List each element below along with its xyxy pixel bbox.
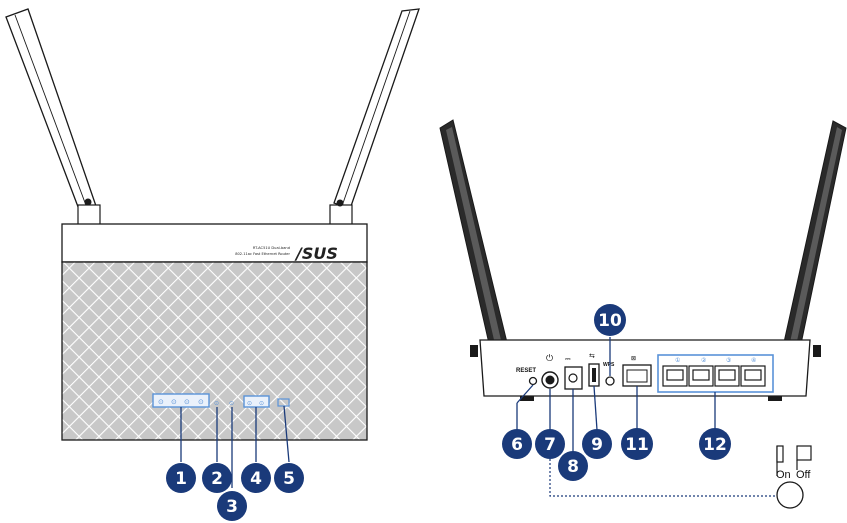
reset-button[interactable] (528, 376, 538, 386)
svg-text:⊙: ⊙ (158, 398, 164, 406)
callout-2: 2 (202, 463, 232, 493)
callout-7: 7 (535, 429, 565, 459)
svg-text:6: 6 (511, 435, 523, 455)
lan-ports[interactable] (662, 365, 766, 387)
power-symbol-icon: ⏻ (546, 353, 553, 363)
svg-text:9: 9 (591, 435, 603, 455)
callout-badges: 1 2 3 4 5 6 7 8 9 10 11 12 (166, 304, 731, 521)
callout-11: 11 (621, 428, 653, 460)
callout-5: 5 (274, 463, 304, 493)
svg-text:⊙: ⊙ (259, 400, 264, 407)
svg-text:7: 7 (544, 435, 556, 455)
switch-on-icon (776, 445, 784, 463)
rear-callout-lines (516, 337, 716, 455)
callout-8: 8 (558, 451, 588, 481)
reset-label: RESET (516, 368, 536, 374)
svg-text:4: 4 (250, 469, 262, 489)
callout-9: 9 (582, 429, 612, 459)
wps-label: WPS (603, 362, 615, 368)
power-switch-connector (549, 455, 775, 497)
led-group-1: ⊙ ⊙ ⊙ ⊙ (152, 393, 210, 408)
svg-text:5: 5 (283, 469, 295, 489)
callout-4: 4 (241, 463, 271, 493)
wan-icon: ⊠ (631, 356, 636, 362)
svg-text:⊙: ⊙ (171, 398, 177, 406)
front-right-antenna (329, 8, 420, 226)
svg-text:1: 1 (175, 469, 187, 489)
svg-text:11: 11 (625, 435, 649, 455)
rear-view: RESET ⏻ ⎓ ⇆ WPS ⊠ ① ② ③ ④ (439, 119, 847, 497)
svg-text:8: 8 (567, 457, 579, 477)
front-left-antenna (5, 8, 101, 226)
callout-3: 3 (217, 491, 247, 521)
led-5 (277, 398, 290, 407)
wps-button[interactable] (605, 376, 615, 386)
svg-text:①: ① (675, 357, 680, 364)
svg-text:⊙: ⊙ (198, 398, 204, 406)
svg-text:④: ④ (751, 357, 756, 364)
svg-text:10: 10 (598, 311, 622, 331)
asus-logo: /SUS (294, 244, 338, 263)
svg-text:③: ③ (726, 357, 731, 364)
callout-1: 1 (166, 463, 196, 493)
callout-6: 6 (502, 429, 532, 459)
svg-text:⊙: ⊙ (229, 400, 234, 407)
svg-text:2: 2 (211, 469, 223, 489)
front-mesh-panel (61, 261, 368, 441)
svg-text:⊙: ⊙ (214, 400, 219, 407)
lan-port-labels: ① ② ③ ④ (675, 357, 756, 364)
front-callout-lines (180, 405, 290, 488)
led-3: ⊙ (229, 400, 234, 407)
svg-text:12: 12 (703, 435, 727, 455)
model-line-2: 802.11ac Fast Ethernet Router (235, 252, 290, 256)
svg-text:⊙: ⊙ (247, 400, 252, 407)
front-view: RT-AC51U Dual-band 802.11ac Fast Etherne… (5, 8, 420, 488)
svg-text:3: 3 (226, 497, 238, 517)
led-group-4: ⊙ ⊙ (243, 395, 270, 408)
model-line-1: RT-AC51U Dual-band (253, 246, 290, 250)
callout-10: 10 (594, 304, 626, 336)
svg-text:②: ② (701, 357, 707, 364)
callout-12: 12 (699, 428, 731, 460)
power-switch-button[interactable] (776, 481, 804, 509)
power-switch-detail: On Off (776, 445, 812, 509)
dc-in-icon: ⎓ (565, 356, 571, 363)
svg-text:⊙: ⊙ (184, 398, 190, 406)
switch-off-icon (796, 445, 812, 461)
switch-off-label: Off (796, 469, 811, 481)
front-top-panel (61, 223, 368, 263)
switch-on-label: On (776, 469, 791, 481)
led-2: ⊙ (214, 400, 219, 407)
usb-icon: ⇆ (589, 353, 595, 360)
